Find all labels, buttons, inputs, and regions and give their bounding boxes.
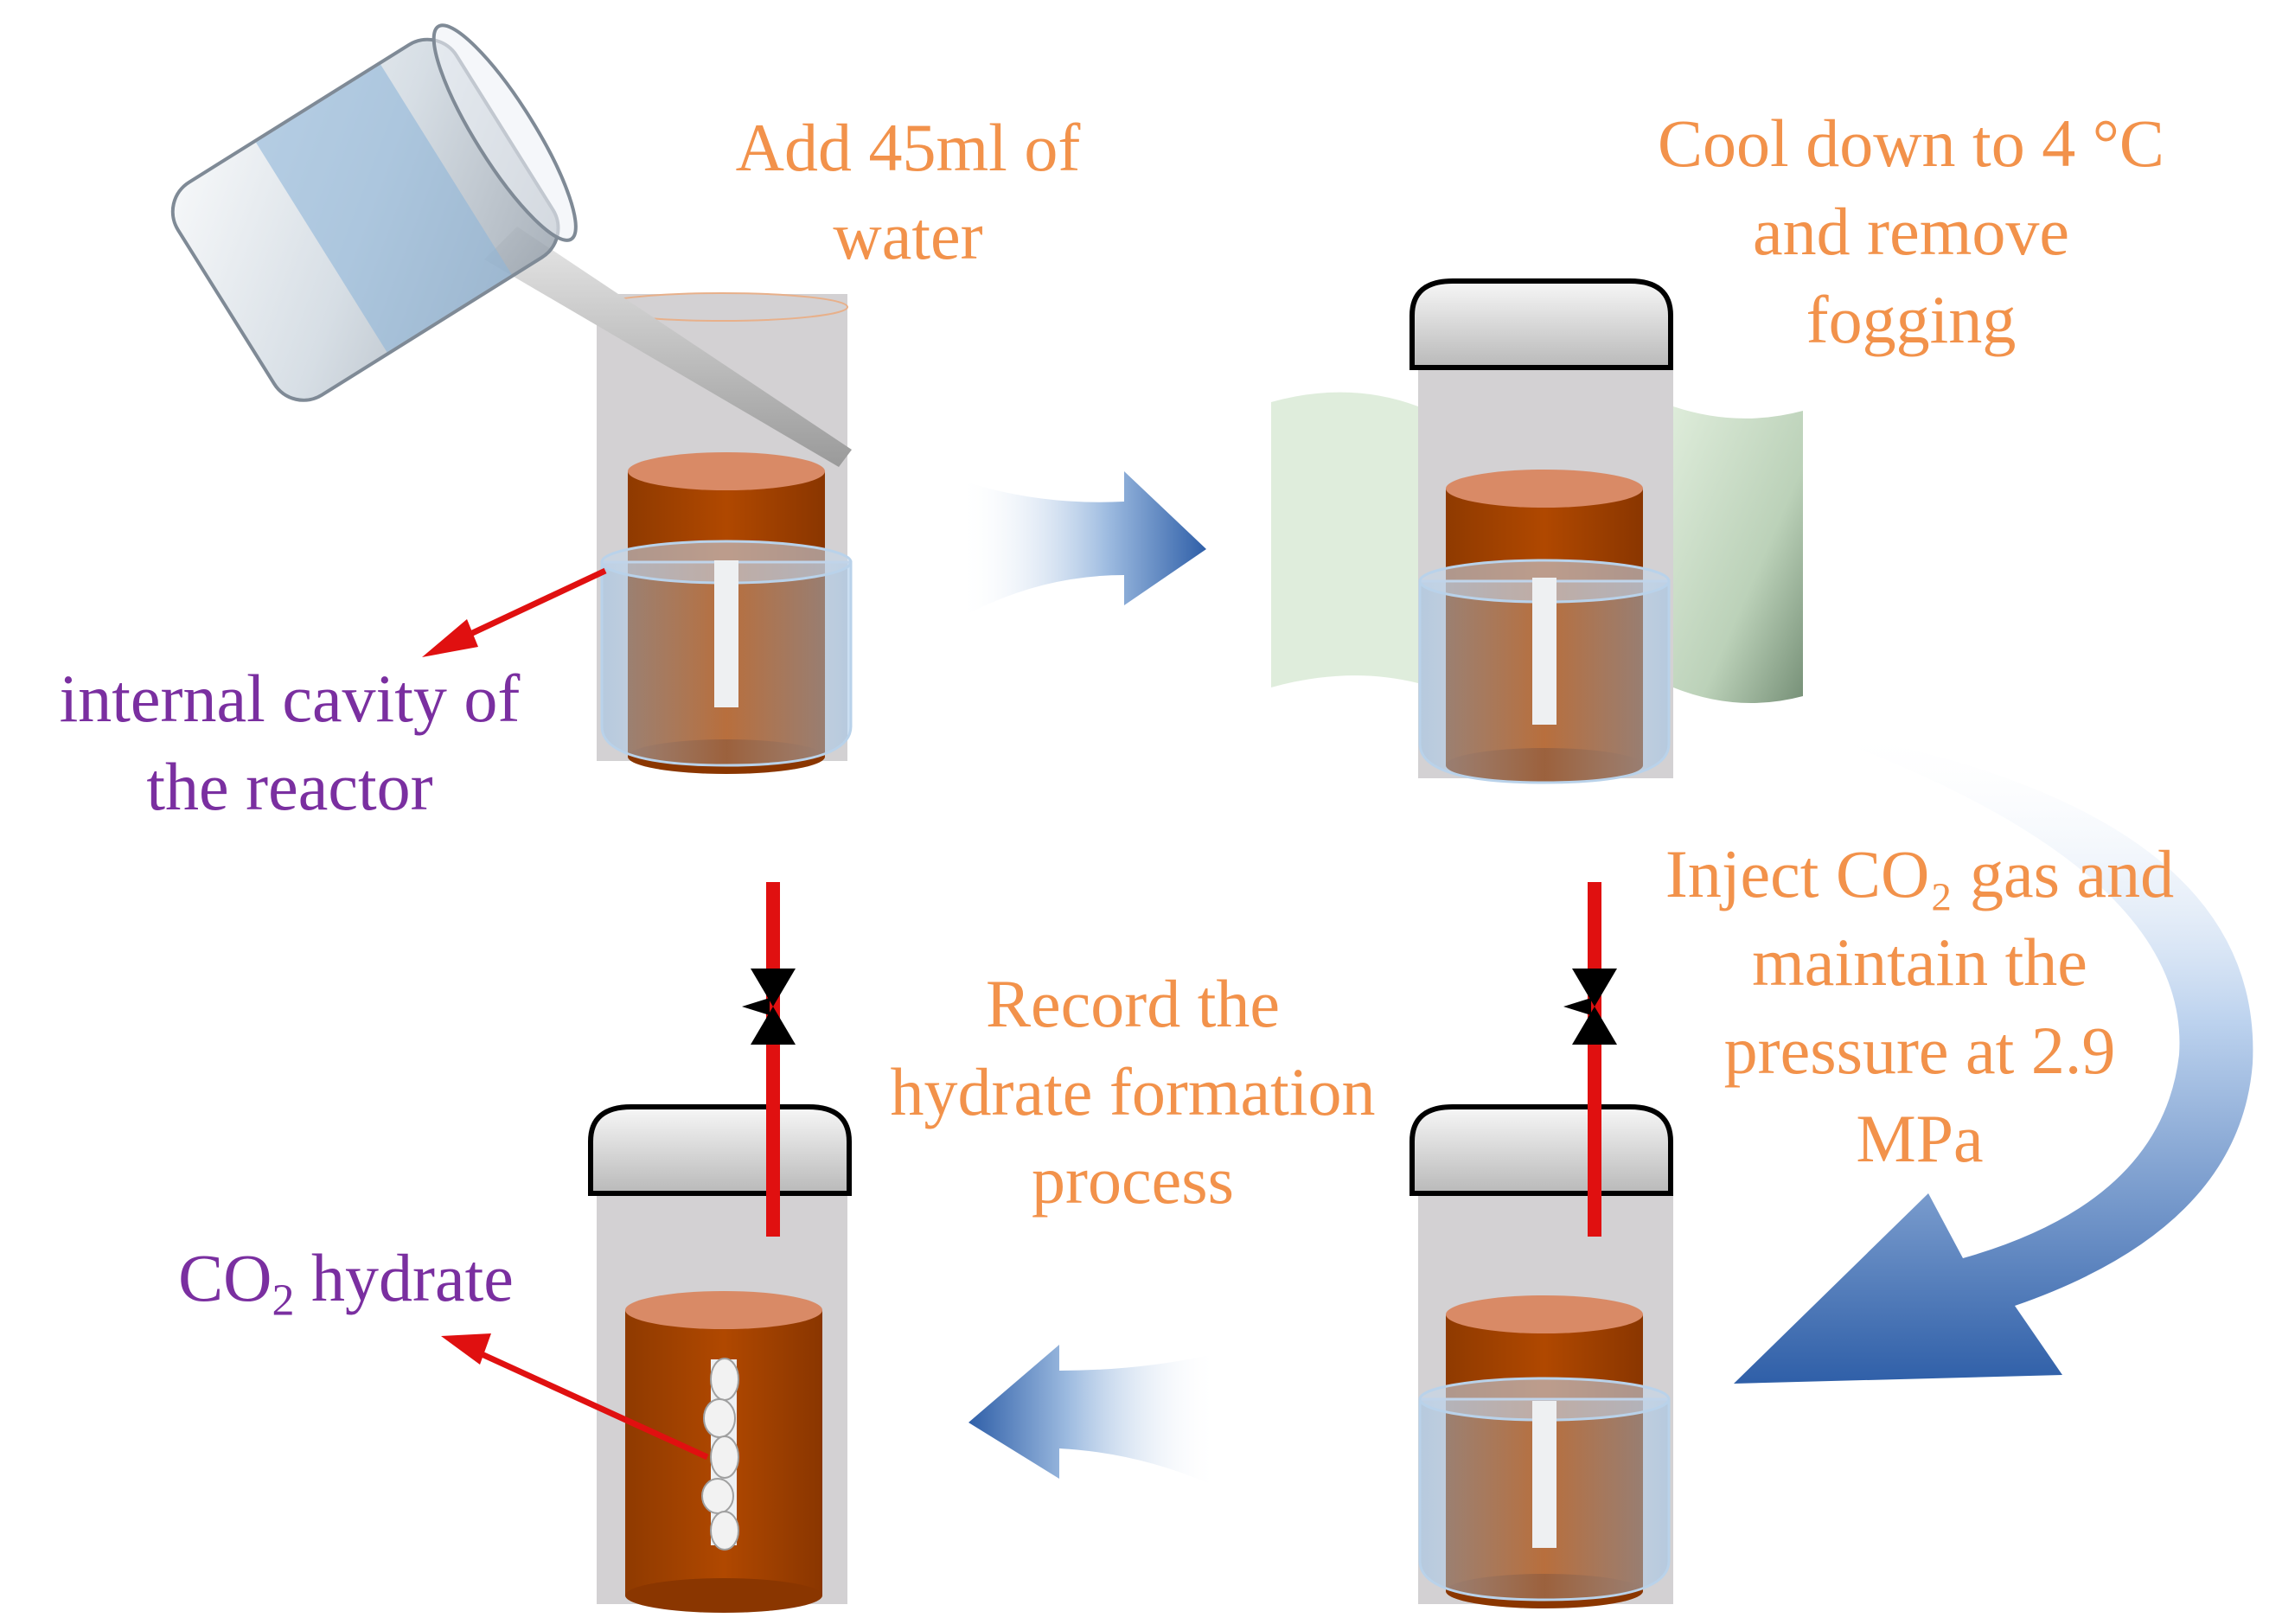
reactor-icon xyxy=(1409,882,1673,1608)
annotation-line: CO2 hydrate xyxy=(130,1234,562,1346)
gas-line xyxy=(766,882,780,1237)
step-line: maintain the xyxy=(1752,924,2087,1000)
sensor-probe xyxy=(1532,1401,1556,1548)
hydrate-subscript: 2 xyxy=(272,1276,295,1326)
step-line: Cool down to 4 °C xyxy=(1658,105,2164,181)
step-line: and remove xyxy=(1752,194,2069,269)
sensor-probe xyxy=(714,560,738,707)
soil-top xyxy=(1446,470,1643,508)
cavity-annotation: internal cavity of the reactor xyxy=(17,655,562,831)
soil-bottom xyxy=(625,1578,822,1613)
step-inject-label: Inject CO₂ gas and maintain the pressure… xyxy=(1600,830,2240,1183)
lid-icon xyxy=(588,1104,852,1196)
step-line: water xyxy=(833,198,983,273)
flow-arrow-icon xyxy=(968,1345,1218,1487)
annotation-line: the reactor xyxy=(146,749,433,824)
soil-top xyxy=(628,452,825,490)
hydrate-crystal-icon xyxy=(701,1358,739,1550)
step-line: pressure at 2.9 xyxy=(1723,1013,2116,1088)
beaker-mouth xyxy=(431,23,578,242)
lid-icon xyxy=(1409,278,1673,370)
flow-arrow-icon xyxy=(960,471,1206,618)
step-line: Add 45ml of xyxy=(735,110,1081,185)
step-add-water-label: Add 45ml of water xyxy=(657,104,1159,280)
soil-top xyxy=(1446,1295,1643,1333)
pour-spout xyxy=(484,227,852,467)
cooling-wrap xyxy=(1673,406,1803,703)
step-line: Record the xyxy=(985,966,1281,1041)
valve-icon xyxy=(1563,969,1617,1045)
beaker-icon xyxy=(170,23,852,467)
hydrate-annotation: CO2 hydrate xyxy=(130,1234,562,1346)
step-line: hydrate formation xyxy=(890,1054,1376,1129)
cooling-wrap xyxy=(1271,392,1418,687)
reactor-icon xyxy=(1271,278,1803,784)
hydrate-suffix: hydrate xyxy=(294,1240,514,1315)
step-line: Inject CO₂ gas and xyxy=(1665,836,2175,911)
annotation-line: internal cavity of xyxy=(59,661,521,736)
soil-top xyxy=(625,1291,822,1329)
lid-icon xyxy=(1409,1104,1673,1196)
step-record-label: Record the hydrate formation process xyxy=(830,960,1435,1224)
hydrate-prefix: CO xyxy=(178,1240,272,1315)
step-cool-label: Cool down to 4 °C and remove fogging xyxy=(1600,99,2222,364)
sensor-probe xyxy=(1532,578,1556,725)
valve-icon xyxy=(742,969,796,1045)
reactor-icon xyxy=(588,882,852,1613)
step-line: fogging xyxy=(1806,282,2017,357)
step-line: MPa xyxy=(1856,1101,1984,1176)
step-line: process xyxy=(1032,1142,1234,1218)
pointer-arrow-icon xyxy=(441,1333,709,1461)
pointer-arrow-icon xyxy=(422,567,607,657)
beaker-water xyxy=(255,64,512,353)
flow-arrow-icon xyxy=(1734,726,2253,1384)
